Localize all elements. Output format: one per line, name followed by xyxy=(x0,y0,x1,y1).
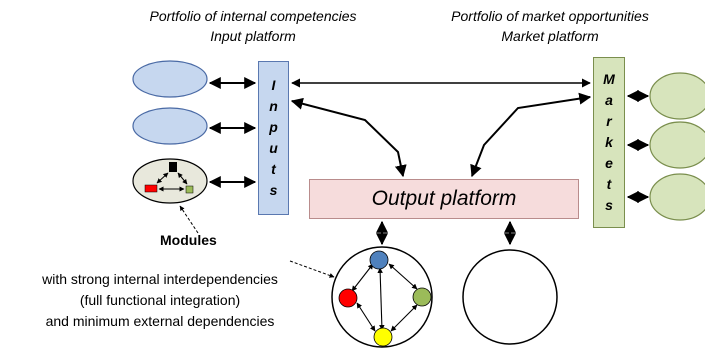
markets-letter: e xyxy=(605,155,613,171)
input-header-line1: Portfolio of internal competencies xyxy=(149,8,357,24)
mini-node-red xyxy=(144,184,158,193)
output-platform-box: Output platform xyxy=(309,179,579,219)
markets-letter: M xyxy=(603,71,615,87)
market-oval-3 xyxy=(649,173,705,221)
empty-module-circle xyxy=(462,249,558,345)
note-line-3: and minimum external dependencies xyxy=(45,313,275,329)
market-platform-header: Portfolio of market opportunities Market… xyxy=(405,6,695,46)
market-oval-2 xyxy=(649,121,705,169)
inputs-letter: I xyxy=(271,77,276,93)
inputs-letter: p xyxy=(269,119,278,135)
module-node-green xyxy=(412,287,432,307)
market-oval-1 xyxy=(649,72,705,120)
note-line-1: with strong internal interdependencies xyxy=(42,271,278,287)
note-pointer xyxy=(289,260,335,278)
output-platform-label: Output platform xyxy=(371,187,517,210)
markets-letter: r xyxy=(606,113,612,129)
input-platform-header: Portfolio of internal competencies Input… xyxy=(108,6,398,46)
market-header-line1: Portfolio of market opportunities xyxy=(451,8,649,24)
markets-letter: t xyxy=(606,176,612,192)
markets-letter: k xyxy=(605,134,613,150)
input-oval-1 xyxy=(132,60,208,98)
arrow-markets-output xyxy=(470,92,592,178)
module-node-yellow xyxy=(373,327,393,347)
inputs-letter: u xyxy=(269,140,278,156)
module-node-red xyxy=(338,288,358,308)
note-line-2: (full functional integration) xyxy=(79,292,241,308)
inputs-letter: n xyxy=(269,98,278,114)
market-header-line2: Market platform xyxy=(501,28,599,44)
inputs-letter: t xyxy=(271,161,276,177)
input-header-line2: Input platform xyxy=(210,28,296,44)
modules-pointer-up xyxy=(179,205,199,234)
markets-letter: s xyxy=(605,197,613,213)
mini-node-black xyxy=(169,162,177,172)
arrow-inputs-output xyxy=(290,97,407,178)
module-node-blue xyxy=(369,250,389,270)
input-oval-2 xyxy=(132,107,208,145)
inputs-letter: s xyxy=(269,182,278,198)
markets-letter: a xyxy=(605,92,613,108)
markets-box: M a r k e t s xyxy=(593,57,625,228)
modules-label: Modules xyxy=(160,232,217,248)
inputs-box: I n p u t s xyxy=(258,61,289,215)
mini-node-green xyxy=(185,185,194,194)
